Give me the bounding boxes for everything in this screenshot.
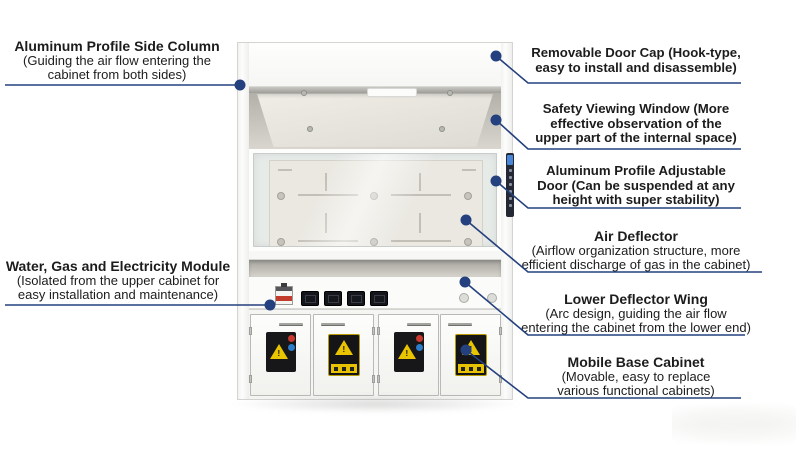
- top-header-panel: [249, 43, 501, 87]
- callout-text: upper part of the internal space): [535, 130, 737, 145]
- red-sticker-icon: [288, 335, 295, 342]
- cabinet-door-1: !: [249, 314, 311, 396]
- callout-water-gas-module: Water, Gas and Electricity Module (Isola…: [0, 259, 236, 303]
- callout-text: height with super stability): [552, 192, 720, 207]
- cabinet-door-2: !: [313, 314, 375, 396]
- callout-desc: easy installation and maintenance): [17, 287, 219, 302]
- warning-label: !: [328, 334, 360, 376]
- screw-icon: [439, 126, 445, 132]
- callout-viewing-window: Safety Viewing Window (More effective ob…: [528, 101, 744, 146]
- power-socket: [347, 291, 365, 306]
- mobile-base-cabinet: ! ! !: [249, 309, 502, 399]
- screw-icon: [307, 126, 313, 132]
- cabinet-shadow: [228, 395, 524, 413]
- callout-desc: cabinet from both sides): [47, 67, 187, 82]
- warning-triangle-icon: !: [335, 340, 353, 355]
- callout-title: Lower Deflector Wing: [564, 291, 708, 307]
- fume-hood-illustration: ! ! !: [228, 42, 524, 413]
- callout-title: Mobile Base Cabinet: [567, 354, 705, 370]
- callout-desc: (Arc design, guiding the air flow: [545, 305, 727, 321]
- water-gas-electricity-module: [249, 277, 501, 309]
- callout-title: Air Deflector: [593, 228, 679, 244]
- warning-triangle-icon: !: [270, 344, 288, 359]
- callout-text: effective observation of the: [550, 115, 722, 131]
- round-outlet: [459, 293, 469, 303]
- power-socket: [324, 291, 342, 306]
- callout-text: Aluminum Profile Adjustable: [546, 163, 726, 178]
- cabinet-door-3: !: [377, 314, 439, 396]
- warning-label: !: [394, 332, 424, 372]
- red-sticker-icon: [416, 335, 423, 342]
- callout-desc: (Airflow organization structure, more: [531, 242, 741, 258]
- window-glass: [253, 153, 497, 247]
- blue-sticker-icon: [288, 344, 295, 351]
- door-handle: [321, 323, 345, 326]
- power-socket: [301, 291, 319, 306]
- door-handle: [407, 323, 431, 326]
- cabinet-door-4: !: [440, 314, 502, 396]
- blue-sticker-icon: [416, 344, 423, 351]
- door-cap-handle: [367, 88, 417, 97]
- warning-label: !: [266, 332, 296, 372]
- warning-triangle-icon: !: [398, 344, 416, 359]
- screw-icon: [447, 90, 453, 96]
- removable-door-cap: [257, 94, 493, 147]
- door-handle: [448, 323, 472, 326]
- control-panel: [506, 153, 514, 217]
- callout-door-cap: Removable Door Cap (Hook-type, easy to i…: [528, 45, 744, 75]
- door-cap-area: [249, 87, 501, 149]
- watermark: [672, 402, 796, 446]
- callout-text: Removable Door Cap (Hook-type,: [531, 45, 741, 60]
- round-outlet: [487, 293, 497, 303]
- lower-deflector-wing: [249, 260, 501, 277]
- callout-side-column: Aluminum Profile Side Column (Guiding th…: [2, 39, 232, 83]
- safety-viewing-window: [249, 149, 501, 251]
- window-sill: [249, 251, 501, 260]
- warning-triangle-icon: !: [462, 340, 480, 355]
- callout-text: Safety Viewing Window (More: [542, 101, 730, 116]
- callout-desc: entering the cabinet from the lower end): [521, 320, 751, 335]
- door-handle: [279, 323, 303, 326]
- control-screen: [507, 155, 513, 165]
- callout-desc: (Movable, easy to replace: [561, 368, 711, 384]
- callout-title: Water, Gas and Electricity Module: [5, 258, 231, 274]
- screw-icon: [301, 90, 307, 96]
- callout-adjustable-door: Aluminum Profile Adjustable Door (Can be…: [528, 163, 744, 208]
- warning-label: !: [455, 334, 487, 376]
- callout-text: easy to install and disassemble): [535, 59, 737, 75]
- callout-base-cabinet: Mobile Base Cabinet (Movable, easy to re…: [528, 355, 744, 399]
- callout-desc: various functional cabinets): [557, 383, 715, 398]
- side-column-right: [500, 43, 512, 399]
- callout-text: Door (Can be suspended at any: [537, 177, 735, 193]
- callout-desc: (Isolated from the upper cabinet for: [16, 272, 220, 288]
- callout-air-deflector: Air Deflector (Airflow organization stru…: [508, 229, 764, 273]
- callout-desc: efficient discharge of gas in the cabine…: [521, 257, 751, 272]
- callout-title: Aluminum Profile Side Column: [14, 38, 220, 54]
- power-socket: [370, 291, 388, 306]
- faucet-module: [275, 283, 293, 305]
- callout-desc: (Guiding the air flow entering the: [23, 52, 211, 68]
- callout-lower-deflector: Lower Deflector Wing (Arc design, guidin…: [512, 292, 760, 336]
